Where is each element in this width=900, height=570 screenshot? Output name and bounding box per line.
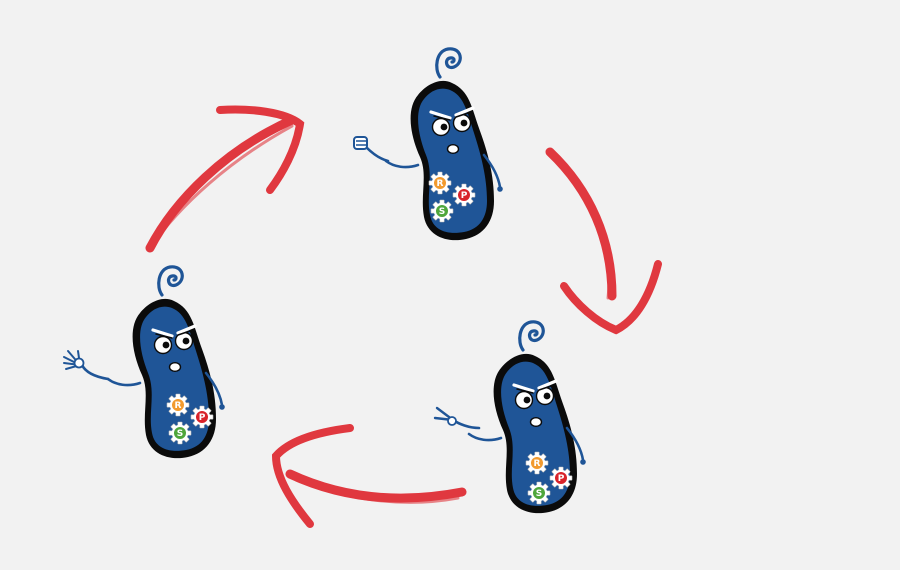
bacterium-right: R P S [433, 320, 588, 515]
svg-text:R: R [437, 179, 444, 189]
gear-r-icon: R [166, 393, 190, 417]
gear-s-icon: S [527, 481, 551, 505]
cycle-arrows [145, 105, 662, 528]
svg-text:R: R [175, 401, 182, 411]
svg-text:R: R [534, 459, 541, 469]
bacterium-left: R P S [63, 265, 227, 460]
gear-cluster: R P S [525, 451, 573, 505]
svg-text:P: P [461, 191, 468, 201]
bacterium-top: R P S [353, 47, 505, 242]
gear-p-icon: P [452, 183, 476, 207]
gear-p-icon: P [549, 466, 573, 490]
svg-text:P: P [199, 413, 206, 423]
gear-cluster: R P S [166, 393, 214, 445]
cycle-arrow-left-to-top [145, 105, 305, 253]
cycle-arrow-right-to-left [271, 424, 467, 528]
cycle-arrow-top-to-right [545, 147, 662, 335]
gear-r-icon: R [428, 171, 452, 195]
gear-s-icon: S [168, 421, 192, 445]
svg-text:S: S [439, 207, 445, 217]
svg-text:S: S [177, 429, 183, 439]
fist-icon [353, 136, 390, 163]
gear-p-icon: P [190, 405, 214, 429]
svg-text:P: P [558, 474, 565, 484]
gear-r-icon: R [525, 451, 549, 475]
open-hand-icon [63, 350, 110, 381]
peace-sign-icon [433, 406, 481, 430]
svg-text:S: S [536, 489, 542, 499]
gear-s-icon: S [430, 199, 454, 223]
gear-cluster: R P S [428, 171, 476, 223]
